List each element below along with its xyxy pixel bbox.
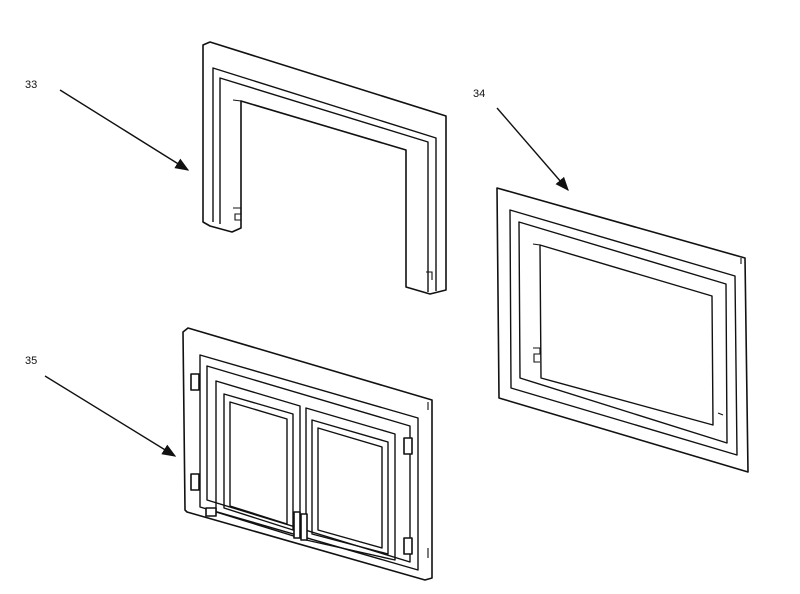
arrow-34 <box>496 107 569 192</box>
callout-34: 34 <box>473 88 485 100</box>
handle <box>293 511 301 539</box>
callout-33: 33 <box>25 79 37 91</box>
hinge <box>190 473 200 491</box>
hinge <box>403 437 413 455</box>
part-33-surround <box>202 41 447 295</box>
handle <box>300 513 308 541</box>
arrow-35 <box>44 375 177 457</box>
hinge <box>403 537 413 555</box>
latch <box>205 507 217 517</box>
arrow-33 <box>59 89 190 171</box>
callout-35: 35 <box>25 355 37 367</box>
hinge <box>190 373 200 391</box>
part-34-frame <box>496 187 749 473</box>
part-35-door-assembly <box>182 327 433 581</box>
